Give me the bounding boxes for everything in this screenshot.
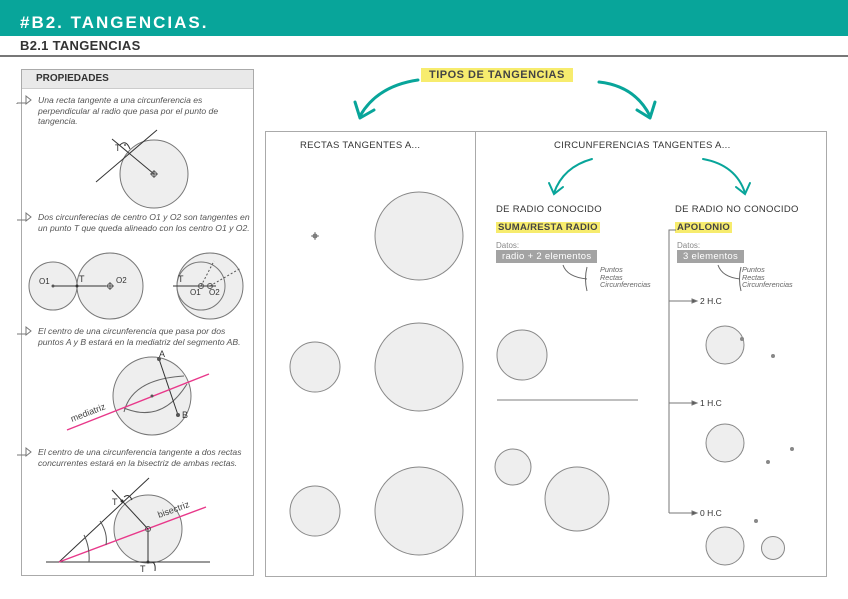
curved-arrow-left-icon — [353, 78, 420, 120]
circ-panel-title: CIRCUNFERENCIAS TANGENTES A... — [554, 140, 731, 151]
rectas-diagrams — [289, 191, 464, 556]
unknown-datos-label: Datos: — [677, 241, 701, 250]
properties-heading: PROPIEDADES — [22, 70, 253, 89]
svg-text:T: T — [140, 564, 146, 574]
unknown-datos-value: 3 elementos — [677, 250, 745, 263]
rectas-tangentes-panel: RECTAS TANGENTES A... — [265, 131, 477, 577]
mediatriz-diagram: A B mediatriz — [66, 349, 210, 436]
unknown-radius-method: APOLONIO — [675, 222, 733, 233]
svg-text:O1: O1 — [190, 288, 201, 297]
svg-text:T: T — [178, 274, 184, 284]
svg-text:B: B — [182, 410, 188, 420]
bracket-connector — [717, 264, 742, 292]
unknown-element-types: Puntos Rectas Circunferencias — [742, 266, 793, 289]
known-datos-label: Datos: — [496, 241, 520, 250]
property-text-2: Dos circunferecias de centro O1 y O2 son… — [38, 212, 250, 233]
curved-arrow-down-right-icon — [702, 158, 751, 196]
circunferencias-tangentes-panel: CIRCUNFERENCIAS TANGENTES A... DE RADIO … — [475, 131, 827, 577]
bisectriz-diagram: T T bisectriz — [46, 477, 210, 574]
element-type: Circunferencias — [600, 280, 651, 290]
element-type: Rectas — [742, 272, 765, 282]
curved-arrow-down-left-icon — [548, 158, 593, 196]
known-element-types: Puntos Rectas Circunferencias — [600, 266, 651, 289]
tangent-circles-diagram: O1 T O2 T O1 O2 — [28, 252, 244, 320]
element-type: Puntos — [600, 265, 623, 274]
svg-text:O2: O2 — [116, 276, 127, 285]
element-type: Puntos — [742, 265, 765, 274]
page-title: #B2. TANGENCIAS. — [20, 13, 209, 32]
unknown-radius-heading: DE RADIO NO CONOCIDO — [675, 204, 799, 215]
property-text-3: El centro de una circunferencia que pasa… — [38, 326, 241, 347]
case-zero-solutions: 0 H.C — [700, 508, 722, 518]
arrow-right-icon — [17, 325, 32, 337]
svg-text:T: T — [115, 143, 121, 153]
arrow-right-icon — [17, 446, 32, 458]
svg-text:O1: O1 — [39, 277, 50, 286]
case-two-solutions: 2 H.C — [700, 296, 722, 306]
section-subtitle: B2.1 TANGENCIAS — [20, 38, 141, 53]
property-text-1: Una recta tangente a una circunferencia … — [38, 95, 219, 126]
rectas-panel-title: RECTAS TANGENTES A... — [300, 140, 421, 151]
bracket-connector — [562, 264, 588, 292]
svg-text:mediatriz: mediatriz — [69, 401, 107, 424]
subtitle-divider — [0, 55, 848, 57]
known-radius-method: SUMA/RESTA RADIO — [496, 222, 600, 233]
element-type: Rectas — [600, 272, 623, 282]
properties-panel: PROPIEDADES Una recta tangente a una cir… — [16, 69, 254, 576]
header-bar: #B2. TANGENCIAS. — [0, 0, 848, 36]
curved-arrow-right-icon — [597, 80, 657, 120]
element-type: Circunferencias — [742, 280, 793, 290]
property-text-4: El centro de una circunferencia tangente… — [38, 447, 242, 468]
arrow-right-icon — [17, 211, 32, 223]
svg-text:T: T — [112, 497, 118, 507]
tangent-line-diagram: T — [95, 129, 189, 209]
arrow-right-icon — [16, 94, 32, 106]
apolonio-tree-and-diagrams — [668, 229, 794, 566]
known-datos-value: radio + 2 elementos — [496, 250, 598, 263]
svg-text:O2: O2 — [209, 288, 220, 297]
known-radius-heading: DE RADIO CONOCIDO — [496, 204, 602, 215]
svg-text:T: T — [79, 274, 85, 284]
svg-text:A: A — [159, 349, 165, 359]
known-radius-diagrams — [494, 329, 638, 532]
types-label: TIPOS DE TANGENCIAS — [421, 68, 573, 82]
case-one-solution: 1 H.C — [700, 398, 722, 408]
